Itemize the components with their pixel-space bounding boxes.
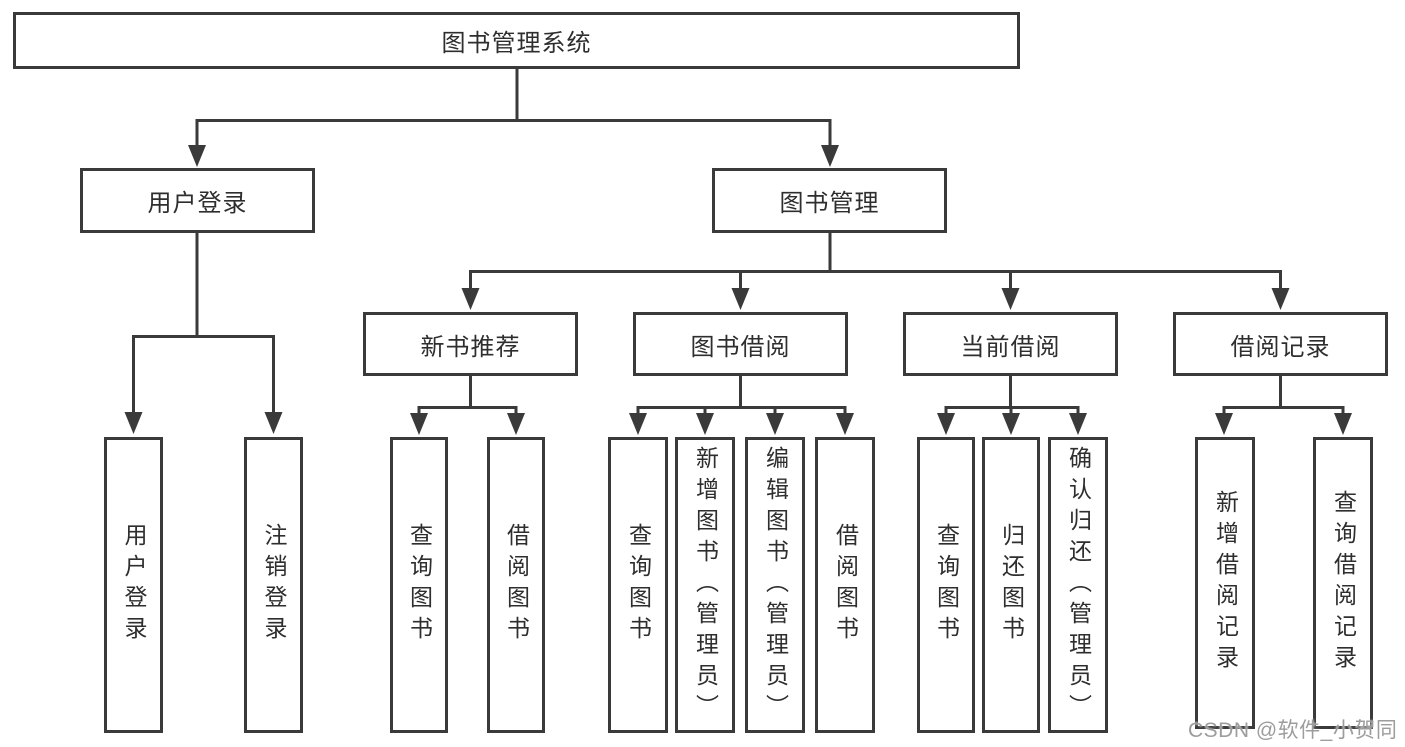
arrow-down-icon xyxy=(1001,288,1020,310)
node-label: 图书管理 xyxy=(779,190,880,217)
leaf-label: 查询图书 xyxy=(625,523,652,647)
arrow-down-icon xyxy=(629,413,647,435)
leaf-user-login: 用户登录 xyxy=(104,437,163,733)
leaf-query-books-recommend: 查询图书 xyxy=(390,437,448,733)
arrow-down-icon xyxy=(937,413,955,435)
node-current-borrow: 当前借阅 xyxy=(903,312,1118,376)
arrow-down-icon xyxy=(264,412,283,434)
leaf-label: 编辑图书（管理员） xyxy=(762,445,789,725)
node-library-system: 图书管理系统 xyxy=(13,12,1020,69)
node-label: 用户登录 xyxy=(147,190,248,217)
arrow-down-icon xyxy=(1215,413,1233,435)
arrow-down-icon xyxy=(1069,413,1087,435)
arrow-down-icon xyxy=(766,413,784,435)
csdn-watermark: CSDN @软件_小贺同学 xyxy=(1188,719,1398,742)
node-book-management: 图书管理 xyxy=(712,168,947,233)
node-label: 图书借阅 xyxy=(690,333,791,361)
leaf-return-book: 归还图书 xyxy=(982,437,1040,733)
node-borrow-records: 借阅记录 xyxy=(1173,312,1388,376)
leaf-query-borrow-record: 查询借阅记录 xyxy=(1313,437,1373,729)
arrow-down-icon xyxy=(507,413,525,435)
arrow-down-icon xyxy=(1002,413,1020,435)
leaf-edit-book-admin: 编辑图书（管理员） xyxy=(745,437,805,733)
arrow-down-icon xyxy=(188,145,206,167)
arrow-down-icon xyxy=(410,413,428,435)
leaf-label: 借阅图书 xyxy=(832,523,859,647)
leaf-confirm-return-admin: 确认归还（管理员） xyxy=(1048,437,1108,733)
node-user-login: 用户登录 xyxy=(80,168,315,233)
leaf-label: 查询图书 xyxy=(406,523,433,647)
node-book-borrow: 图书借阅 xyxy=(633,312,848,376)
leaf-label: 借阅图书 xyxy=(503,523,530,647)
node-label: 借阅记录 xyxy=(1230,333,1331,361)
arrow-down-icon xyxy=(1271,288,1290,310)
leaf-logout: 注销登录 xyxy=(244,437,303,733)
arrow-down-icon xyxy=(836,413,854,435)
arrow-down-icon xyxy=(1334,413,1352,435)
leaf-label: 注销登录 xyxy=(261,523,287,647)
leaf-borrow-books-recommend: 借阅图书 xyxy=(487,437,545,733)
arrow-down-icon xyxy=(124,412,143,434)
leaf-label: 归还图书 xyxy=(998,523,1025,647)
leaf-label: 查询借阅记录 xyxy=(1330,490,1357,676)
node-new-book-recommend: 新书推荐 xyxy=(363,312,578,376)
node-label: 图书管理系统 xyxy=(441,30,592,57)
leaf-label: 确认归还（管理员） xyxy=(1065,445,1092,725)
arrow-down-icon xyxy=(731,288,750,310)
leaf-query-books-current: 查询图书 xyxy=(917,437,975,733)
connector-lines xyxy=(132,67,1345,416)
leaf-add-borrow-record: 新增借阅记录 xyxy=(1195,437,1255,729)
node-label: 新书推荐 xyxy=(420,333,521,361)
leaf-label: 用户登录 xyxy=(121,523,147,647)
leaf-label: 查询图书 xyxy=(933,523,960,647)
leaf-add-book-admin: 新增图书（管理员） xyxy=(675,437,735,733)
arrow-down-icon xyxy=(821,145,839,167)
leaf-borrow-books: 借阅图书 xyxy=(815,437,875,733)
leaf-label: 新增图书（管理员） xyxy=(692,445,719,725)
arrow-down-icon xyxy=(696,413,714,435)
node-label: 当前借阅 xyxy=(960,333,1061,361)
leaf-label: 新增借阅记录 xyxy=(1212,490,1239,676)
arrow-down-icon xyxy=(461,288,480,310)
leaf-query-books-borrow: 查询图书 xyxy=(608,437,668,733)
